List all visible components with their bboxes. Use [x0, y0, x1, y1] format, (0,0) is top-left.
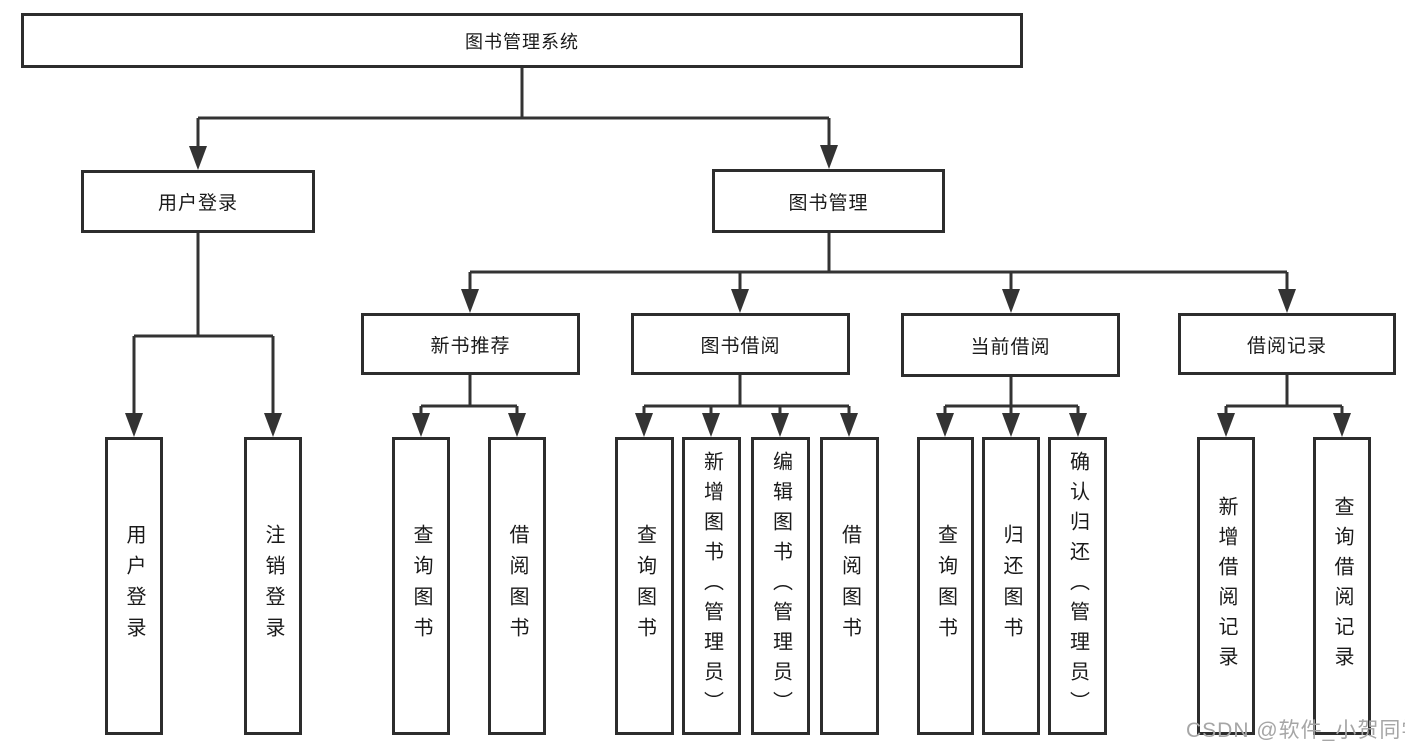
arrowhead: [771, 413, 789, 437]
node-root-system: 图书管理系统: [21, 13, 1023, 68]
arrowhead: [1002, 413, 1020, 437]
arrowhead: [840, 413, 858, 437]
connector-book-mgmt-children: [461, 233, 1296, 313]
arrowhead: [461, 289, 479, 313]
arrowhead: [412, 413, 430, 437]
leaf-logout: 注销登录: [244, 437, 302, 735]
node-borrow-record: 借阅记录: [1178, 313, 1396, 375]
connector-root-children: [189, 68, 838, 170]
leaf-user-login: 用户登录: [105, 437, 163, 735]
leaf-borrow-borrow-books: 借阅图书: [820, 437, 879, 735]
node-book-borrow: 图书借阅: [631, 313, 850, 375]
arrowhead: [635, 413, 653, 437]
leaf-borrow-add-books-admin: 新增图书（管理员）: [682, 437, 741, 735]
connector-new-book-children: [412, 375, 526, 437]
leaf-current-confirm-return-admin: 确认归还（管理员）: [1048, 437, 1107, 735]
leaf-record-add-borrow-record: 新增借阅记录: [1197, 437, 1255, 735]
connector-current-borrow-children: [936, 377, 1087, 437]
arrowhead: [1217, 413, 1235, 437]
leaf-newbook-borrow-books: 借阅图书: [488, 437, 546, 735]
arrowhead: [1333, 413, 1351, 437]
node-book-management: 图书管理: [712, 169, 945, 233]
node-user-login: 用户登录: [81, 170, 315, 233]
leaf-record-query-borrow-record: 查询借阅记录: [1313, 437, 1371, 735]
leaf-borrow-edit-books-admin: 编辑图书（管理员）: [751, 437, 810, 735]
connector-user-login-children: [125, 233, 282, 437]
csdn-watermark: CSDN @软件_小贺同学: [1186, 719, 1405, 742]
arrowhead: [189, 146, 207, 170]
arrowhead: [936, 413, 954, 437]
node-new-book-recommend: 新书推荐: [361, 313, 580, 375]
leaf-newbook-query-books: 查询图书: [392, 437, 450, 735]
arrowhead: [508, 413, 526, 437]
arrowhead: [1002, 289, 1020, 313]
connector-book-borrow-children: [635, 375, 858, 437]
connector-borrow-record-children: [1217, 375, 1351, 437]
arrowhead: [264, 413, 282, 437]
arrowhead: [1278, 289, 1296, 313]
arrowhead: [702, 413, 720, 437]
arrowhead: [1069, 413, 1087, 437]
leaf-borrow-query-books: 查询图书: [615, 437, 674, 735]
arrowhead: [731, 289, 749, 313]
leaf-current-query-books: 查询图书: [917, 437, 974, 735]
arrowhead: [820, 145, 838, 169]
leaf-current-return-books: 归还图书: [982, 437, 1040, 735]
node-current-borrow: 当前借阅: [901, 313, 1120, 377]
arrowhead: [125, 413, 143, 437]
